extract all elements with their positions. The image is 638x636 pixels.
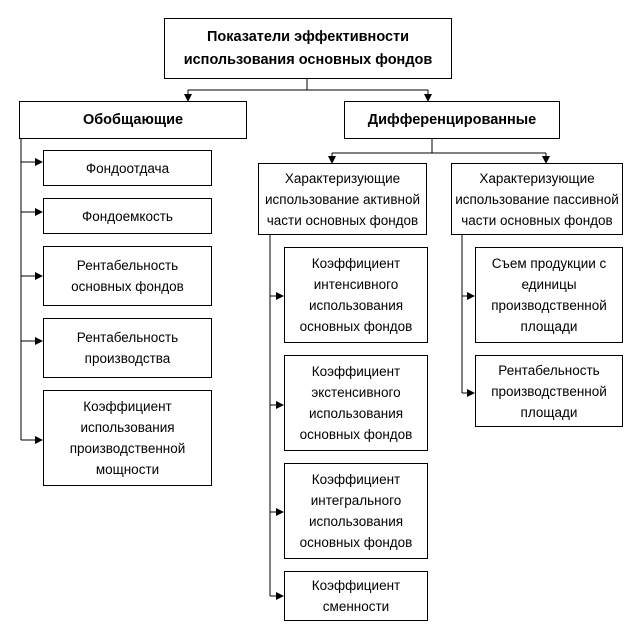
active-item-label: Коэффициент интенсивного использования о… (299, 256, 413, 334)
general-group-label: Обобщающие (82, 111, 184, 128)
active-item-box: Коэффициент экстенсивного использования … (284, 355, 428, 451)
general-item-label: Рентабельность производства (76, 330, 179, 366)
general-item-label: Коэффициент использования производственн… (69, 399, 186, 477)
differentiated-group-box: Дифференцированные (344, 101, 560, 139)
title-text: Показатели эффективности использования о… (183, 28, 433, 68)
passive-item-label: Рентабельность производственной площади (491, 362, 607, 420)
active-subgroup-box: Характеризующие использование активной ч… (258, 163, 427, 235)
active-item-box: Коэффициент сменности (284, 571, 428, 621)
active-item-label: Коэффициент сменности (311, 578, 401, 614)
general-group-box: Обобщающие (19, 101, 247, 139)
active-item-box: Коэффициент интенсивного использования о… (284, 247, 428, 343)
general-item-box: Коэффициент использования производственн… (43, 390, 212, 486)
active-item-box: Коэффициент интегрального использования … (284, 463, 428, 559)
active-item-label: Коэффициент интегрального использования … (299, 472, 413, 550)
general-item-label: Рентабельность основных фондов (71, 258, 184, 294)
active-item-label: Коэффициент экстенсивного использования … (299, 364, 413, 442)
general-item-box: Рентабельность основных фондов (43, 246, 212, 306)
passive-item-box: Съем продукции с единицы производственно… (475, 247, 623, 343)
active-subgroup-label: Характеризующие использование активной ч… (264, 170, 421, 228)
passive-item-box: Рентабельность производственной площади (475, 355, 623, 427)
general-item-label: Фондоемкость (82, 208, 173, 224)
general-item-label: Фондоотдача (85, 160, 170, 176)
passive-item-label: Съем продукции с единицы производственно… (491, 256, 607, 334)
title-box: Показатели эффективности использования о… (164, 18, 452, 79)
general-item-box: Фондоотдача (43, 150, 212, 186)
differentiated-group-label: Дифференцированные (367, 111, 537, 128)
passive-subgroup-label: Характеризующие использование пассивной … (455, 170, 619, 228)
general-item-box: Рентабельность производства (43, 318, 212, 378)
passive-subgroup-box: Характеризующие использование пассивной … (451, 163, 623, 235)
general-item-box: Фондоемкость (43, 198, 212, 234)
